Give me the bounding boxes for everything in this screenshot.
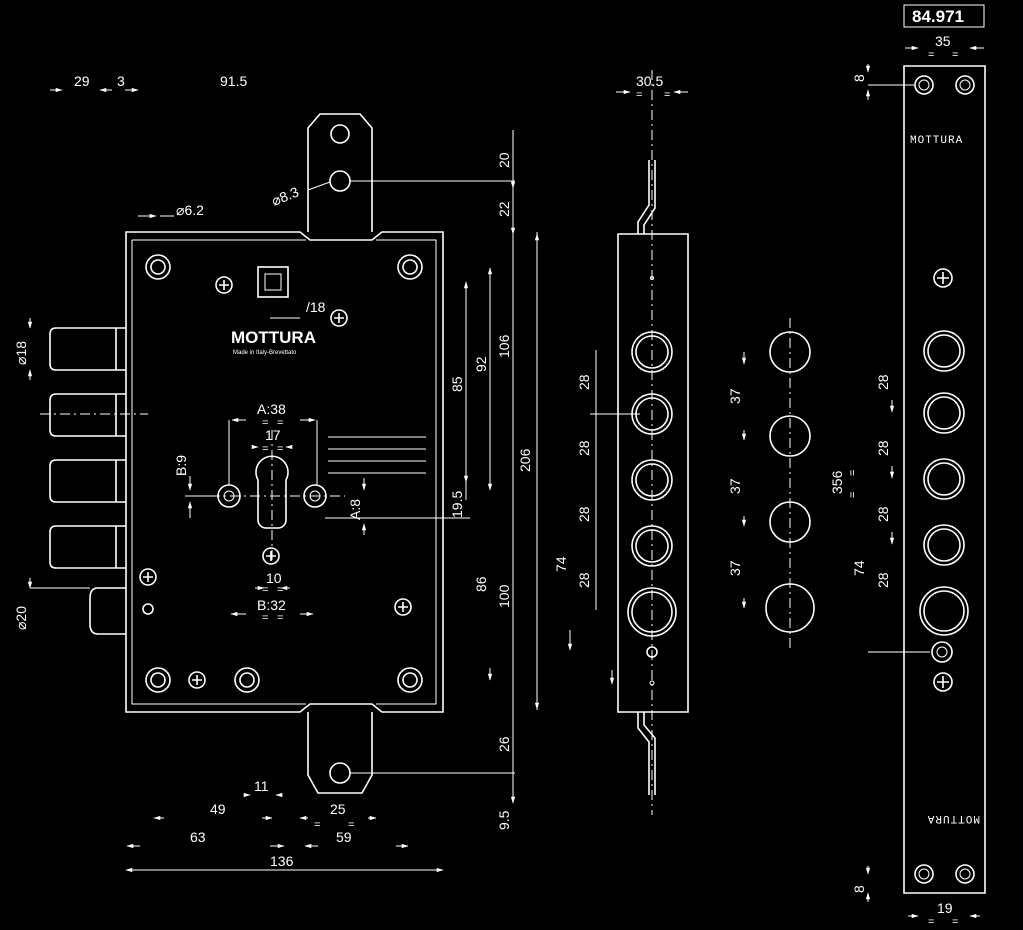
lock-side-view: 30.5 = = 28 28 28 28 74	[553, 70, 689, 815]
dim-25: 25	[330, 801, 346, 817]
strike-plate: 84.971 35 = = MOTTURA MOTTURA 8 8 28 28 2…	[829, 4, 986, 928]
dim-59: 59	[336, 829, 352, 845]
dim-phi6-2: ⌀6.2	[176, 202, 204, 218]
svg-text:=: =	[847, 470, 859, 476]
dim-11: 11	[254, 778, 269, 794]
dim-3: 3	[117, 73, 125, 89]
bolt-section: 37 37 37	[727, 318, 815, 650]
svg-text:=: =	[928, 916, 934, 928]
dim-a38: A:38	[257, 401, 286, 417]
svg-text:=: =	[262, 612, 268, 624]
svg-text:=: =	[262, 584, 268, 596]
dim-85: 85	[449, 376, 465, 392]
svg-text:=: =	[277, 417, 283, 429]
strike-dim-28a: 28	[875, 374, 891, 390]
dim-10: 10	[266, 570, 282, 586]
svg-text:=: =	[664, 89, 670, 101]
strike-brand-top: MOTTURA	[910, 135, 963, 147]
dim-206: 206	[517, 448, 533, 472]
svg-text:=: =	[952, 916, 958, 928]
dim-20: 20	[496, 152, 512, 168]
svg-text:=: =	[928, 49, 934, 61]
dim-63: 63	[190, 829, 206, 845]
dim-92: 92	[473, 356, 489, 372]
dim-b9: B:9	[173, 455, 189, 476]
strike-dim-8-top: 8	[851, 74, 867, 82]
side-dim-74: 74	[553, 556, 569, 572]
dim-26: 26	[496, 736, 512, 752]
side-dim-28d: 28	[576, 572, 592, 588]
brand-logo: MOTTURA	[231, 328, 316, 347]
strike-dim-74: 74	[851, 560, 867, 576]
dim-49: 49	[210, 801, 226, 817]
strike-brand-bottom: MOTTURA	[927, 812, 980, 824]
brand-subtitle: Made in Italy-Brevettato	[233, 350, 297, 356]
dim-91-5: 91.5	[220, 73, 247, 89]
dim-a8: A:8	[347, 499, 363, 520]
svg-text:=: =	[262, 417, 268, 429]
dim-29: 29	[74, 73, 90, 89]
lock-body: MOTTURA Made in Italy-Brevettato	[49, 113, 444, 794]
dim-phi8-3: ⌀8.3	[269, 183, 301, 208]
dim-sq18: /18	[306, 299, 326, 315]
dim-86: 86	[473, 576, 489, 592]
svg-text:=: =	[277, 584, 283, 596]
svg-text:=: =	[262, 443, 268, 455]
svg-text:=: =	[636, 89, 642, 101]
svg-text:=: =	[314, 819, 320, 831]
strike-dim-19: 19	[937, 900, 953, 916]
dim-22: 22	[496, 201, 512, 217]
svg-text:=: =	[277, 612, 283, 624]
model-code: 84.971	[912, 7, 964, 26]
dim-136: 136	[270, 853, 294, 869]
bolt-dim-37b: 37	[727, 478, 743, 494]
dim-phi18: ⌀18	[13, 341, 29, 365]
svg-text:=: =	[277, 443, 283, 455]
side-dim-28c: 28	[576, 506, 592, 522]
dim-9-5: 9.5	[496, 810, 512, 830]
dim-30-5: 30.5	[636, 73, 663, 89]
strike-dim-8-bottom: 8	[851, 885, 867, 893]
strike-dim-28c: 28	[875, 506, 891, 522]
strike-dim-35: 35	[935, 33, 951, 49]
strike-dim-356: 356	[829, 470, 845, 494]
svg-text:=: =	[952, 49, 958, 61]
strike-dim-28d: 28	[875, 572, 891, 588]
dim-100: 100	[496, 584, 512, 608]
bolt-dim-37c: 37	[727, 560, 743, 576]
side-dim-28b: 28	[576, 440, 592, 456]
side-dim-28a: 28	[576, 374, 592, 390]
svg-text:=: =	[847, 492, 859, 498]
dim-phi20: ⌀20	[13, 606, 29, 630]
dim-b32: B:32	[257, 597, 286, 613]
strike-dim-28b: 28	[875, 440, 891, 456]
dim-17: 17	[265, 427, 281, 443]
bolt-dim-37a: 37	[727, 388, 743, 404]
dim-19-5: 19.5	[449, 491, 465, 518]
lock-dimensions: 29 3 91.5 ⌀6.2 ⌀8.3 20 22 106 206 100 26…	[13, 73, 540, 873]
dim-106: 106	[496, 334, 512, 358]
svg-text:=: =	[348, 819, 354, 831]
